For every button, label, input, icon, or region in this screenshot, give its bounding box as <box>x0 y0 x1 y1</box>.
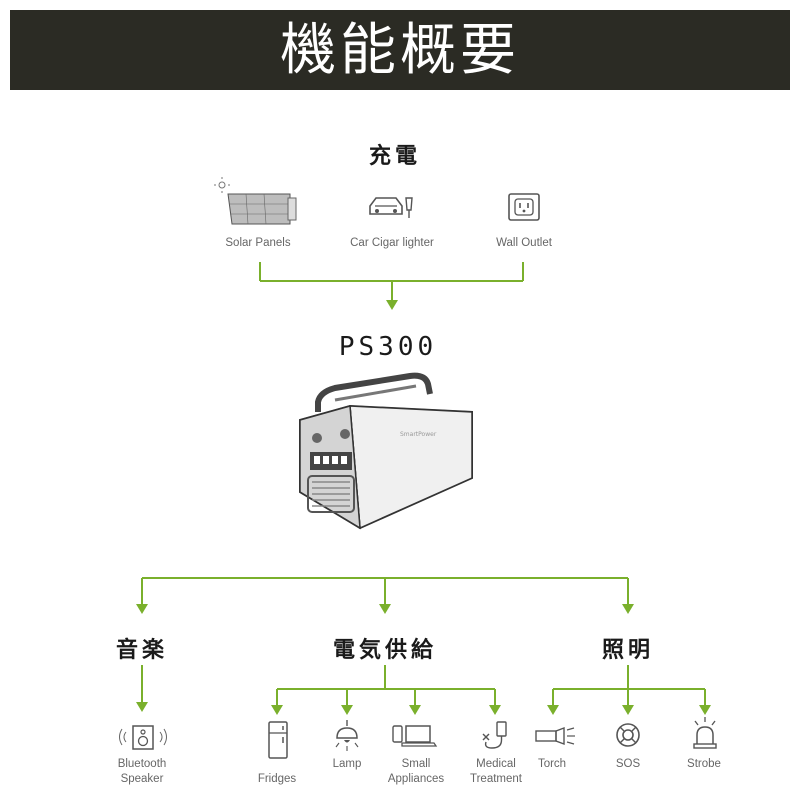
sos-icon <box>616 723 640 747</box>
source-label-solar: Solar Panels <box>225 237 291 249</box>
torch-icon <box>535 726 575 746</box>
output-label-fridges: Fridges <box>257 773 297 785</box>
output-label-speaker: Bluetooth Speaker <box>117 758 167 785</box>
source-label-car: Car Cigar lighter <box>350 237 434 249</box>
charging-heading: 充電 <box>368 144 421 169</box>
small-appliances-icon <box>392 725 438 747</box>
output-label-appliances: Small Appliances <box>387 758 445 785</box>
bluetooth-speaker-icon <box>119 725 167 750</box>
lighting-heading: 照明 <box>601 638 654 663</box>
power-station-image: SmartPower <box>299 372 473 530</box>
fridge-icon <box>268 721 288 759</box>
output-label-sos: SOS <box>615 758 641 770</box>
power-supply-heading: 電気供給 <box>332 638 437 663</box>
source-label-outlet: Wall Outlet <box>496 237 552 249</box>
title-banner: 機能概要 <box>10 10 790 90</box>
wall-outlet-icon <box>508 193 540 221</box>
brand-mark: SmartPower <box>400 431 437 438</box>
output-label-lamp: Lamp <box>332 758 362 770</box>
car-charger-icon <box>369 197 413 218</box>
music-heading: 音楽 <box>115 638 168 663</box>
medical-treatment-icon <box>482 721 507 749</box>
output-label-medical: Medical Treatment <box>470 758 522 785</box>
output-label-torch: Torch <box>537 758 567 770</box>
banner-title: 機能概要 <box>280 18 520 83</box>
output-label-strobe: Strobe <box>687 758 721 770</box>
product-model: PS300 <box>338 332 438 362</box>
strobe-icon <box>693 717 717 749</box>
solar-panel-icon <box>214 177 297 225</box>
lamp-icon <box>335 720 359 751</box>
arrow-to-product <box>386 300 398 310</box>
